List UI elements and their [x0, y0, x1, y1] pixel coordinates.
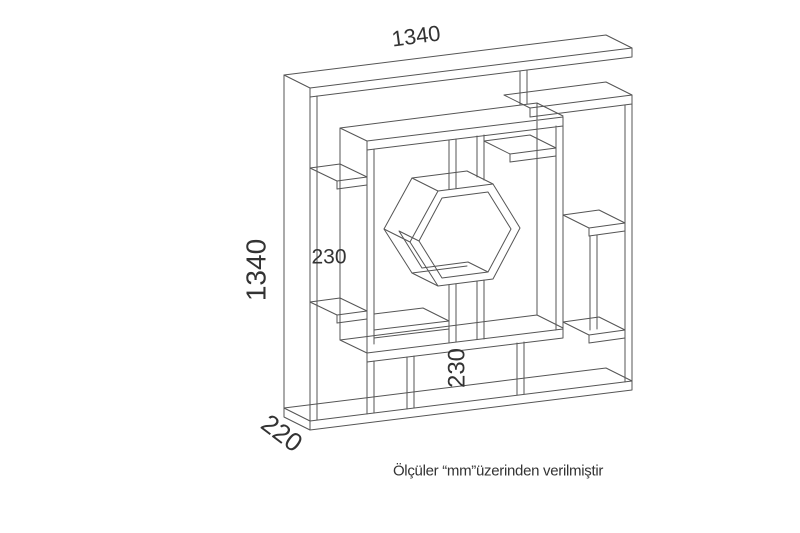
outer-bottom-board-lines — [283, 367, 633, 431]
height-dimension-label: 1340 — [241, 239, 272, 301]
top-divider-lines — [519, 69, 528, 106]
bottom-divider-lines — [366, 341, 525, 415]
hexagon-shelf-lines — [383, 170, 521, 287]
width-dimension-label: 1340 — [390, 20, 442, 51]
inner-shelf-top-right-lines — [483, 134, 557, 163]
left-shelves-lines — [309, 163, 368, 324]
units-note: Ölçüler “mm”üzerinden verilmiştir — [393, 462, 603, 480]
inner-frame-lines — [339, 102, 564, 363]
inner-shelf-bottom-left-lines — [373, 307, 450, 339]
outer-top-board-lines — [283, 34, 633, 98]
right-step-board-lines — [503, 81, 633, 118]
outer-right-panel-lines — [624, 103, 633, 383]
inner-vertical-divider-lines — [448, 134, 485, 344]
depth-dimension-label: 220 — [256, 408, 309, 458]
outer-left-panel-lines — [283, 74, 318, 422]
right-shelves-lines — [562, 209, 626, 344]
left-shelf-dimension-label: 230 — [311, 246, 346, 269]
bottom-shelf-dimension-label: 230 — [444, 348, 471, 388]
